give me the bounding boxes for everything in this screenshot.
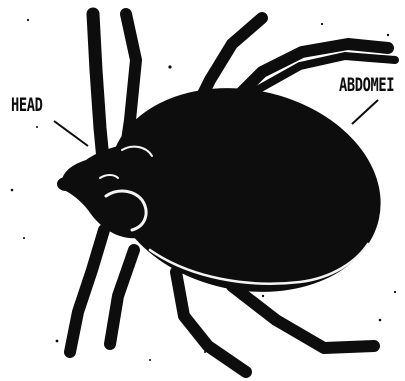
leg-lower-4 bbox=[232, 286, 374, 348]
abdomen-label: ABDOMEI bbox=[339, 76, 394, 95]
head-leader-line bbox=[54, 121, 88, 146]
abdomen-leader-line bbox=[352, 100, 378, 124]
leg-front-1 bbox=[93, 14, 104, 170]
leg-lower-1 bbox=[70, 230, 104, 352]
leg-lower-2 bbox=[110, 250, 134, 344]
mouthparts bbox=[57, 177, 75, 191]
head-label: HEAD bbox=[11, 96, 43, 115]
tick-body bbox=[57, 64, 400, 317]
